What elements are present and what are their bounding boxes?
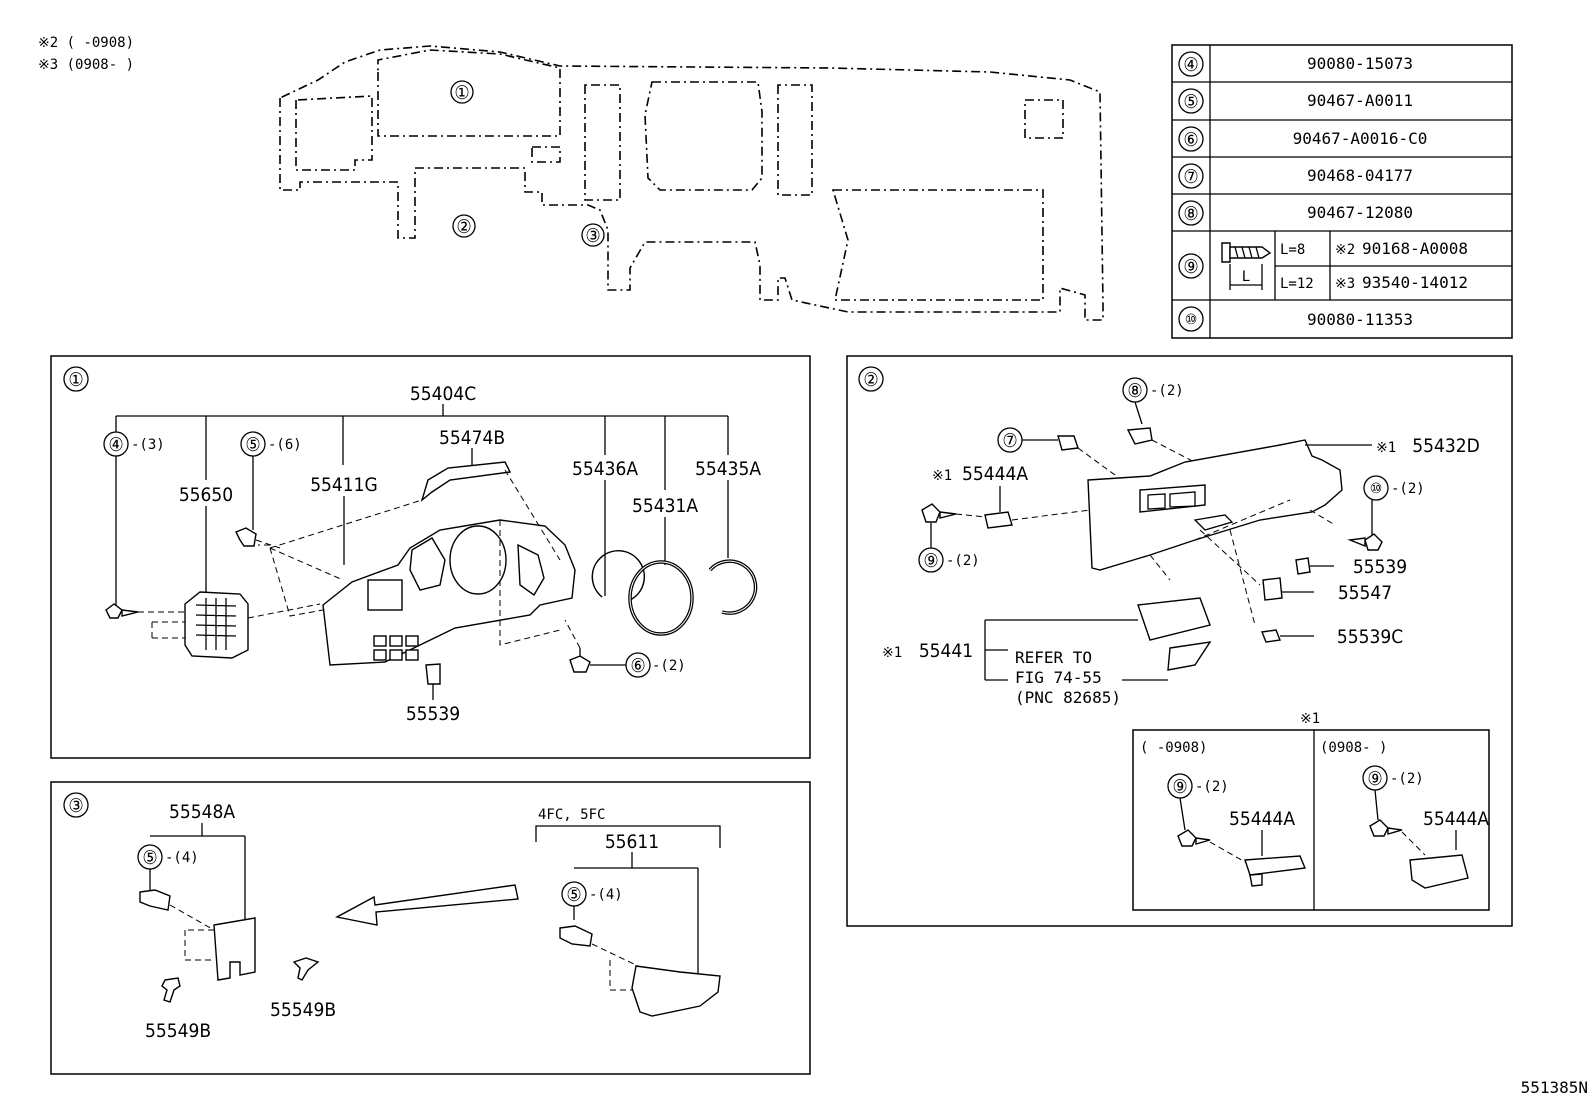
label-55547: 55547 <box>1338 582 1392 604</box>
parts-table: ④ 90080-15073 ⑤ 90467-A0011 ⑥ 90467-A001… <box>1171 44 1513 339</box>
svg-text:⑧: ⑧ <box>1183 203 1198 225</box>
label-55539-sec2: 55539 <box>1353 556 1407 578</box>
svg-text:⑨: ⑨ <box>923 550 938 572</box>
section-3: ③ 55548A ⑤ -(4) 55549B 55549B 4FC, 5FC 5… <box>50 781 811 1075</box>
svg-text:⑤: ⑤ <box>1183 91 1198 113</box>
svg-text:90467-A0016-C0: 90467-A0016-C0 <box>1293 129 1428 148</box>
label-55432D: 55432D <box>1412 435 1480 457</box>
section-2-id: ② <box>863 369 878 391</box>
table-row: ⑤ 90467-A0011 <box>1178 88 1413 114</box>
note-2: ※2 ( -0908) <box>38 35 134 51</box>
label-55404C: 55404C <box>410 383 476 405</box>
label-55539: 55539 <box>406 703 460 725</box>
svg-text:⑨: ⑨ <box>1172 776 1187 798</box>
note-3: ※3 (0908- ) <box>38 57 134 73</box>
refer-line-2: FIG 74-55 <box>1015 668 1102 687</box>
grade-label: 4FC, 5FC <box>538 807 605 823</box>
section-1: ① 55404C ④ -(3) 55650 ⑤ -(6) 55474B 5541… <box>50 355 811 759</box>
refer-line-3: (PNC 82685) <box>1015 688 1121 707</box>
svg-text:⑥: ⑥ <box>1183 129 1198 151</box>
bolt-sketch: L <box>1221 242 1272 290</box>
label-55431A: 55431A <box>632 495 698 517</box>
svg-text:-(2): -(2) <box>946 553 980 569</box>
inset-left-part: 55444A <box>1229 808 1295 830</box>
refer-line-1: REFER TO <box>1015 648 1092 667</box>
table-row: ⑥ 90467-A0016-C0 <box>1178 126 1428 152</box>
inset-left-range: ( -0908) <box>1140 740 1207 756</box>
label-55539C: 55539C <box>1337 626 1403 648</box>
svg-text:④: ④ <box>1183 54 1198 76</box>
svg-text:-(2): -(2) <box>652 658 686 674</box>
svg-text:-(2): -(2) <box>1150 383 1184 399</box>
section-3-id: ③ <box>68 795 83 817</box>
svg-text:⑦: ⑦ <box>1183 166 1198 188</box>
svg-text:L=8: L=8 <box>1280 242 1305 258</box>
svg-text:④: ④ <box>108 434 123 456</box>
svg-text:-(4): -(4) <box>589 887 623 903</box>
label-55444A: 55444A <box>962 463 1028 485</box>
dim-label: L <box>1242 269 1250 285</box>
label-55435A: 55435A <box>695 458 761 480</box>
inset-right-range: (0908- ) <box>1320 740 1387 756</box>
inset-title: ※1 <box>1300 711 1320 727</box>
overview-callout-3: ③ <box>585 225 600 247</box>
svg-text:-(2): -(2) <box>1390 771 1424 787</box>
overview-callout-1: ① <box>454 82 469 104</box>
label-55549B-1: 55549B <box>145 1020 211 1042</box>
svg-text:⑧: ⑧ <box>1127 380 1142 402</box>
svg-text:⑤: ⑤ <box>142 847 157 869</box>
svg-text:⑩: ⑩ <box>1370 481 1383 497</box>
svg-text:⑩: ⑩ <box>1185 312 1198 328</box>
label-55474B: 55474B <box>439 427 505 449</box>
svg-text:90467-A0011: 90467-A0011 <box>1307 91 1413 110</box>
svg-text:⑨: ⑨ <box>1367 768 1382 790</box>
svg-text:※3: ※3 <box>1335 276 1355 292</box>
dashboard-overview: ① ② ③ <box>279 45 1104 321</box>
inset-right-part: 55444A <box>1423 808 1489 830</box>
table-row: ⑦ 90468-04177 <box>1178 163 1413 189</box>
label-55411G: 55411G <box>310 474 378 496</box>
table-row: ⑧ 90467-12080 <box>1178 200 1413 226</box>
svg-text:-(4): -(4) <box>165 850 199 866</box>
svg-text:⑤: ⑤ <box>245 434 260 456</box>
svg-text:⑨: ⑨ <box>1183 256 1198 278</box>
svg-text:90080-15073: 90080-15073 <box>1307 54 1413 73</box>
svg-text:-(3): -(3) <box>131 437 165 453</box>
label-55548A: 55548A <box>169 801 235 823</box>
svg-text:90468-04177: 90468-04177 <box>1307 166 1413 185</box>
label-55436A: 55436A <box>572 458 638 480</box>
section-2: ② ⑧ -(2) ⑦ ※1 55444A ⑨ -(2) ※1 55432D ⑩ <box>846 355 1513 927</box>
table-row: ⑨ L L=8 ※2 90168-A0008 L=12 ※3 93540-140… <box>1178 239 1468 292</box>
table-row: ④ 90080-15073 <box>1178 51 1413 77</box>
svg-text:⑦: ⑦ <box>1002 430 1017 452</box>
svg-text:⑥: ⑥ <box>630 655 645 677</box>
svg-text:90467-12080: 90467-12080 <box>1307 203 1413 222</box>
table-row: ⑩ 90080-11353 <box>1178 306 1413 332</box>
label-55650: 55650 <box>179 484 233 506</box>
svg-text:90080-11353: 90080-11353 <box>1307 310 1413 329</box>
svg-text:93540-14012: 93540-14012 <box>1362 273 1468 292</box>
svg-text:L=12: L=12 <box>1280 276 1314 292</box>
svg-text:※2: ※2 <box>1335 242 1355 258</box>
figure-code: 551385N <box>1521 1078 1588 1097</box>
svg-text:-(6): -(6) <box>268 437 302 453</box>
svg-text:⑤: ⑤ <box>566 884 581 906</box>
svg-text:90168-A0008: 90168-A0008 <box>1362 239 1468 258</box>
svg-text:-(2): -(2) <box>1195 779 1229 795</box>
label-55549B-2: 55549B <box>270 999 336 1021</box>
overview-callout-2: ② <box>456 216 471 238</box>
label-55441: 55441 <box>919 640 973 662</box>
svg-text:-(2): -(2) <box>1391 481 1425 497</box>
svg-text:※1: ※1 <box>882 645 902 661</box>
section-1-id: ① <box>68 369 83 391</box>
svg-text:※1: ※1 <box>932 468 952 484</box>
svg-text:※1: ※1 <box>1376 440 1396 456</box>
label-55611: 55611 <box>605 831 659 853</box>
